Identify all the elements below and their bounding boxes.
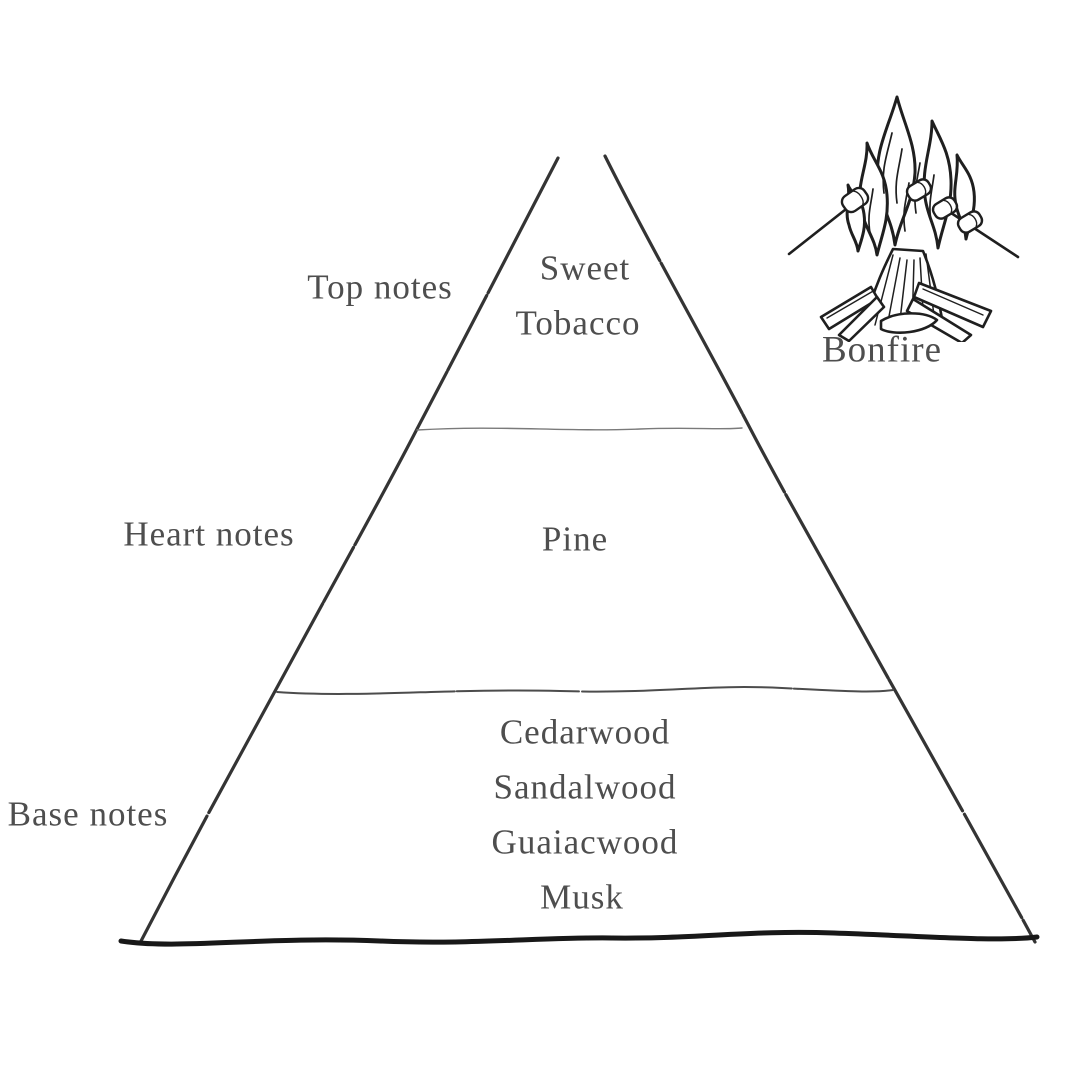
- bonfire-label: Bonfire: [821, 329, 943, 371]
- log-grain-lines: [826, 288, 984, 319]
- base-note-musk: Musk: [540, 877, 624, 917]
- top-note-tobacco: Tobacco: [515, 303, 641, 343]
- marshmallows: [840, 178, 984, 234]
- left-skewer-stick: [787, 200, 857, 256]
- pyramid-right-edge: [603, 154, 1037, 944]
- pyramid-left-edge: [138, 156, 560, 945]
- base-note-guaiacwood: Guaiacwood: [491, 822, 679, 862]
- divider-heart-base: [276, 686, 894, 695]
- top-notes-label: Top notes: [307, 267, 453, 307]
- heart-notes-label: Heart notes: [123, 514, 295, 554]
- divider-top-heart: [416, 427, 743, 431]
- flames: [845, 95, 976, 257]
- base-note-sandalwood: Sandalwood: [493, 767, 677, 807]
- base-notes-label: Base notes: [7, 794, 169, 834]
- flame-detail-lines: [868, 132, 935, 234]
- base-note-cedarwood: Cedarwood: [499, 712, 671, 752]
- pyramid-base-line: [118, 929, 1040, 947]
- bonfire-illustration-icon: [787, 95, 1020, 342]
- logs: [819, 281, 993, 342]
- top-note-sweet: Sweet: [539, 248, 631, 288]
- heart-note-pine: Pine: [541, 519, 609, 559]
